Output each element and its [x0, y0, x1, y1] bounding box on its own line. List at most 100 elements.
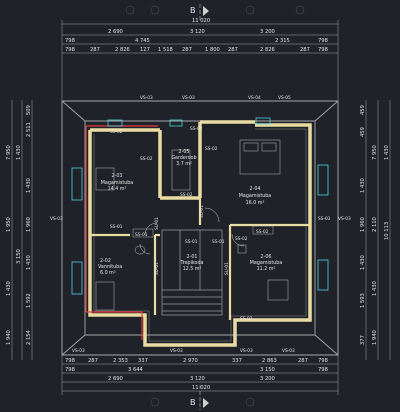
dim-bot-r1-3: 337	[138, 358, 148, 364]
vs-top-0: VS-03	[140, 95, 153, 101]
room-name: Magamistuba	[239, 193, 272, 199]
vs-bottom-3: VS-03	[282, 348, 295, 354]
ss-tag-8: SS-02	[256, 229, 269, 235]
dim-top-r3-9: 287	[300, 47, 310, 53]
desk-icon-2	[267, 279, 289, 301]
ss-tag-12: SS-03	[318, 216, 331, 222]
room-area: 6.0 m²	[100, 270, 116, 276]
room-name: Trepikoda	[180, 260, 204, 266]
dim-left-outer-3: 3 150	[16, 249, 22, 264]
dim-left-outer-2: 1 950	[6, 217, 12, 232]
dim-top-r3-10: 798	[318, 47, 328, 53]
dim-bot-r2-0: 798	[65, 367, 75, 373]
dim-right-outer-5: 1 940	[372, 330, 378, 345]
dim-right-outer-3: 10 113	[384, 222, 390, 240]
vs-tags: VS-03 VS-03 VS-04 VS-05 VS-03 VS-03 VS-0…	[50, 95, 351, 354]
dim-right-outer-1: 1 430	[384, 145, 390, 160]
dim-top-r1-0: 2 690	[108, 29, 123, 35]
room-number: 2-03	[112, 173, 123, 179]
dim-top-r3-2: 2 826	[115, 47, 130, 53]
room-name: Garderoob	[171, 155, 196, 161]
dim-left-inner-2: 1 430	[26, 178, 32, 193]
dim-left-outer-5: 1 940	[6, 330, 12, 345]
dim-bot-r2-1: 3 644	[128, 367, 144, 373]
dim-right-inner-2: 1 430	[360, 178, 366, 193]
dim-top-r3-8: 2 826	[260, 47, 275, 53]
dim-top-r2-0: 798	[65, 38, 75, 44]
dims-left-text: 7 950 1 430 1 950 3 150 1 430 1 940 2 51…	[6, 105, 32, 345]
room-label-2-04: 2-04 Magamistuba 16.0 m²	[239, 186, 272, 206]
dim-left-inner-0: 2 511	[26, 122, 32, 137]
room-name: Magamistuba	[101, 180, 134, 186]
dim-right-outer-2: 2 110	[372, 217, 378, 232]
dim-bot-total: 11 020	[192, 385, 210, 391]
dim-left-inner-4: 1 430	[26, 255, 32, 270]
room-area: 3.7 m²	[176, 161, 192, 167]
vs-bottom-0: VS-03	[72, 348, 85, 354]
vs-left: VS-03	[50, 216, 63, 222]
room-number: 2-06	[261, 254, 272, 260]
dim-top-r1-2: 3 200	[260, 29, 275, 35]
vs-top-3: VS-05	[278, 95, 291, 101]
furniture	[95, 139, 289, 311]
ss-tag-10: SS-02	[190, 126, 203, 132]
door-tag-a: SU-01	[154, 262, 160, 275]
vs-bottom-2: VS-03	[240, 348, 253, 354]
dims-right-text: 459 459 1 430 1 960 1 430 1 593 377 7 95…	[360, 105, 390, 345]
ss-tag-5: SS-01	[135, 232, 148, 238]
dim-left-outer-4: 1 430	[6, 281, 12, 296]
dim-bot-r1-0: 798	[65, 358, 75, 364]
dim-top-r3-5: 287	[182, 47, 192, 53]
room-number: 2-05	[179, 149, 190, 155]
room-label-2-03: 2-03 Magamistuba 14.4 m²	[101, 173, 134, 192]
room-area: 11.2 m²	[257, 266, 276, 272]
dim-left-outer-0: 7 950	[6, 145, 12, 160]
dim-top-total: 11 020	[192, 18, 210, 24]
room-number: 2-02	[100, 258, 111, 264]
bed-icon	[239, 139, 281, 175]
dim-right-inner-6: 377	[360, 335, 366, 345]
dim-top-r3-7: 287	[228, 47, 238, 53]
dim-left-outer-1: 1 430	[16, 145, 22, 160]
dim-bot-r1-7: 287	[298, 358, 308, 364]
axis-label-bottom: B	[190, 398, 196, 407]
door-tags: SU-01 SU-01 SU-01 SU-01	[154, 205, 230, 275]
dim-top-r3-1: 287	[90, 47, 100, 53]
dim-right-inner-5: 1 593	[360, 293, 366, 308]
dim-bot-r3-2: 3 200	[260, 376, 275, 382]
dim-bot-r1-6: 2 863	[262, 358, 277, 364]
ss-tag-6: SS-01	[185, 239, 198, 245]
axis-label-top: B	[190, 6, 196, 15]
dim-top-r3-3: 127	[140, 47, 150, 53]
room-label-2-05: 2-05 Garderoob 3.7 m²	[171, 149, 196, 167]
room-number: 2-01	[187, 254, 198, 260]
interior-walls	[90, 198, 310, 320]
dim-bot-r3-1: 3 120	[190, 376, 205, 382]
axis-marker-top: B	[125, 4, 305, 22]
room-area: 14.4 m²	[108, 186, 127, 192]
room-label-2-06: 2-06 Magamistuba 11.2 m²	[250, 254, 283, 272]
dim-bot-r1-8: 798	[318, 358, 328, 364]
dim-left-inner-1: 509	[26, 105, 32, 115]
dim-right-inner-0: 459	[360, 127, 366, 137]
vs-top-2: VS-04	[248, 95, 261, 101]
dim-right-inner-1: 459	[360, 105, 366, 115]
tag-frames	[132, 225, 274, 238]
dim-right-inner-3: 1 960	[360, 217, 366, 232]
dim-right-outer-0: 7 950	[372, 145, 378, 160]
ss-tag-9: SS-02	[235, 236, 248, 242]
ss-tag-2: SS-02	[205, 146, 218, 152]
dim-left-inner-3: 1 960	[26, 217, 32, 232]
vs-right: VS-03	[338, 216, 351, 222]
dim-bot-r2-3: 798	[318, 367, 328, 373]
dim-top-r2-1: 4 745	[135, 38, 150, 44]
room-label-2-01: 2-01 Trepikoda 12.5 m²	[180, 254, 204, 272]
ss-tag-7: SS-01	[212, 239, 225, 245]
room-name: Vannituba	[98, 264, 122, 270]
dim-right-outer-4: 1 430	[372, 281, 378, 296]
ss-tag-3: SS-02	[180, 192, 193, 198]
exterior-walls-inner	[93, 128, 307, 342]
vs-top-1: VS-03	[182, 95, 195, 101]
dim-top-r2-3: 798	[318, 38, 328, 44]
